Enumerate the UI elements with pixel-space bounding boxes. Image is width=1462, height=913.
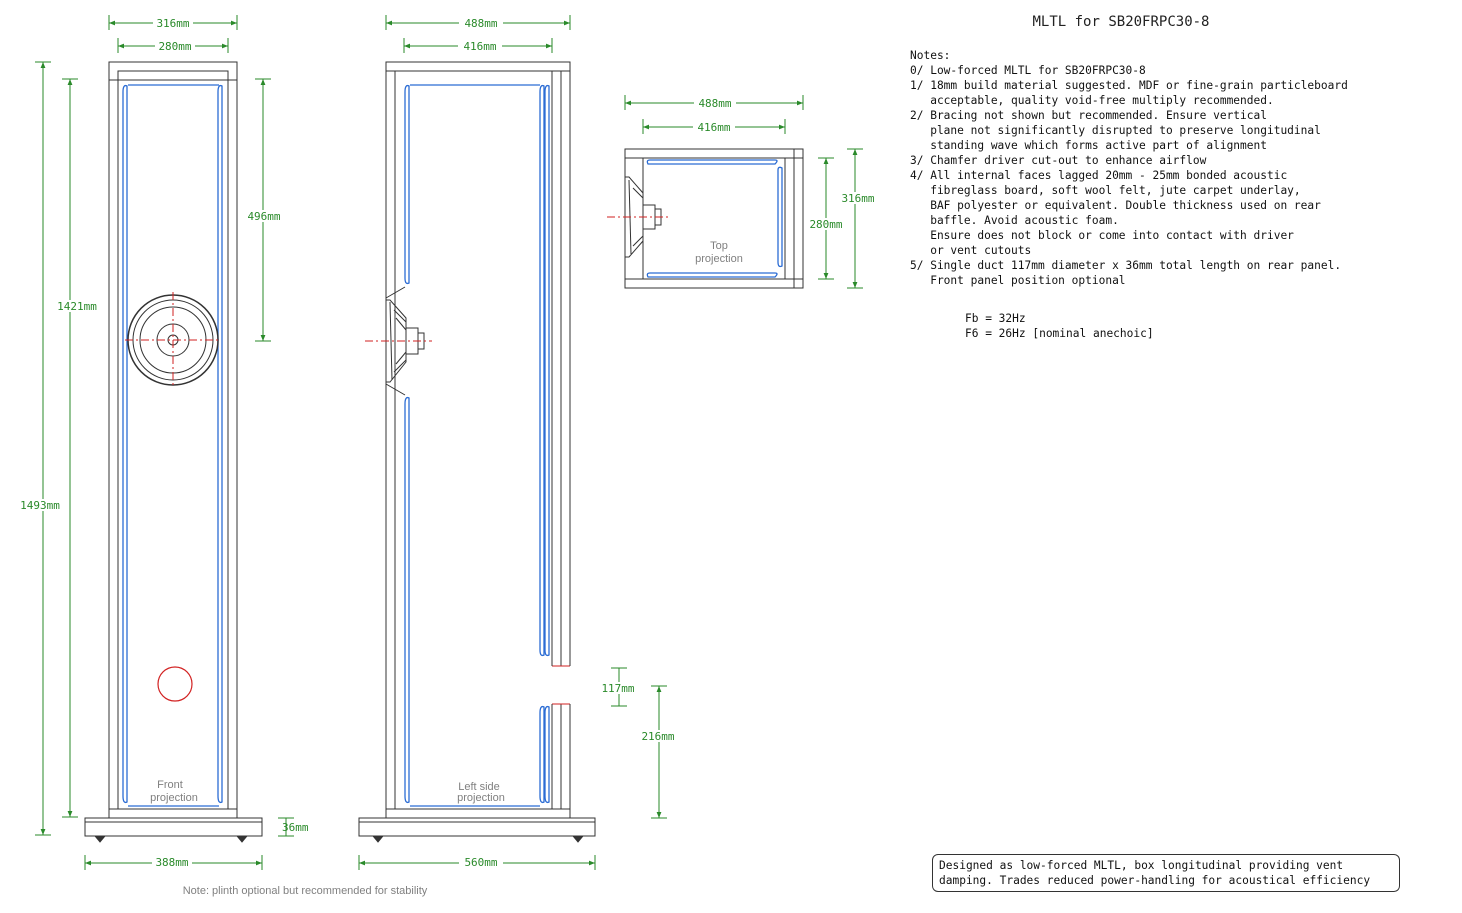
side-plinth-width-label: 560mm [464,856,497,869]
front-outer-width-label: 316mm [156,17,189,30]
front-view-label-2: projection [150,792,198,804]
top-view-label-1: Top [710,240,728,252]
front-driver-height-label: 496mm [247,210,280,223]
top-cabinet-outline [624,148,804,289]
side-view-label-2: projection [457,792,505,804]
tuning-f6: F6 = 26Hz [nominal anechoic] [965,327,1154,340]
front-inner-width-label: 280mm [158,40,191,53]
note-line: BAF polyester or equivalent. Double thic… [910,199,1321,212]
side-spike-right [571,835,585,843]
front-inner-height-label: 1421mm [57,300,97,313]
summary-line: Designed as low-forced MLTL, box longitu… [939,859,1344,872]
summary-line: damping. Trades reduced power-handling f… [939,874,1371,887]
plinth-height-label: 36mm [282,821,309,834]
side-projection [358,61,596,843]
front-plinth-width-label: 388mm [155,856,188,869]
side-inner-depth-label: 416mm [463,40,496,53]
front-plinth [84,817,263,837]
note-line: 3/ Chamfer driver cut-out to enhance air… [910,154,1207,167]
note-line: 2/ Bracing not shown but recommended. En… [910,109,1267,122]
side-spike-left [371,835,385,843]
top-outer-width-label: 316mm [841,192,874,205]
note-line: baffle. Avoid acoustic foam. [910,214,1119,227]
front-view-label-1: Front [157,779,183,791]
side-view-label-1: Left side [458,781,500,793]
front-total-height-label: 1493mm [20,499,60,512]
top-inner-depth-label: 416mm [697,121,730,134]
side-cabinet-outline [385,61,571,819]
top-inner-width-label: 280mm [809,218,842,231]
top-projection [607,148,804,289]
front-projection [84,61,263,843]
design-summary-box: Designed as low-forced MLTL, box longitu… [932,854,1400,892]
note-line: 4/ All internal faces lagged 20mm - 25mm… [910,169,1288,182]
note-line: or vent cutouts [910,244,1032,257]
note-line: Front panel position optional [910,274,1126,287]
note-line: acceptable, quality void-free multiply r… [910,94,1274,107]
front-spike-right [235,835,249,843]
tuning-fb: Fb = 32Hz [965,312,1026,325]
vent-diameter-label: 117mm [601,682,634,695]
front-vent-optional [157,666,193,702]
plinth-note: Note: plinth optional but recommended fo… [183,885,428,897]
note-line: Ensure does not block or come into conta… [910,229,1294,242]
front-lining [122,84,223,807]
note-line: fibreglass board, soft wool felt, jute c… [910,184,1301,197]
notes-heading: Notes: [910,49,951,62]
note-line: 1/ 18mm build material suggested. MDF or… [910,79,1348,92]
side-plinth [358,817,596,837]
side-lining [404,84,550,807]
note-line: 5/ Single duct 117mm diameter x 36mm tot… [910,259,1342,272]
vent-height-label: 216mm [641,730,674,743]
drawing-title: MLTL for SB20FRPC30-8 [1032,14,1209,30]
front-driver-centerline [125,292,221,388]
note-line: standing wave which forms active part of… [910,139,1267,152]
note-line: plane not significantly disrupted to pre… [910,124,1321,137]
top-lining [646,159,783,278]
side-outer-depth-label: 488mm [464,17,497,30]
notes-block: Notes: 0/ Low-forced MLTL for SB20FRPC30… [910,48,1348,341]
note-line: 0/ Low-forced MLTL for SB20FRPC30-8 [910,64,1146,77]
front-spike-left [93,835,107,843]
top-outer-depth-label: 488mm [698,97,731,110]
top-view-label-2: projection [695,253,743,265]
